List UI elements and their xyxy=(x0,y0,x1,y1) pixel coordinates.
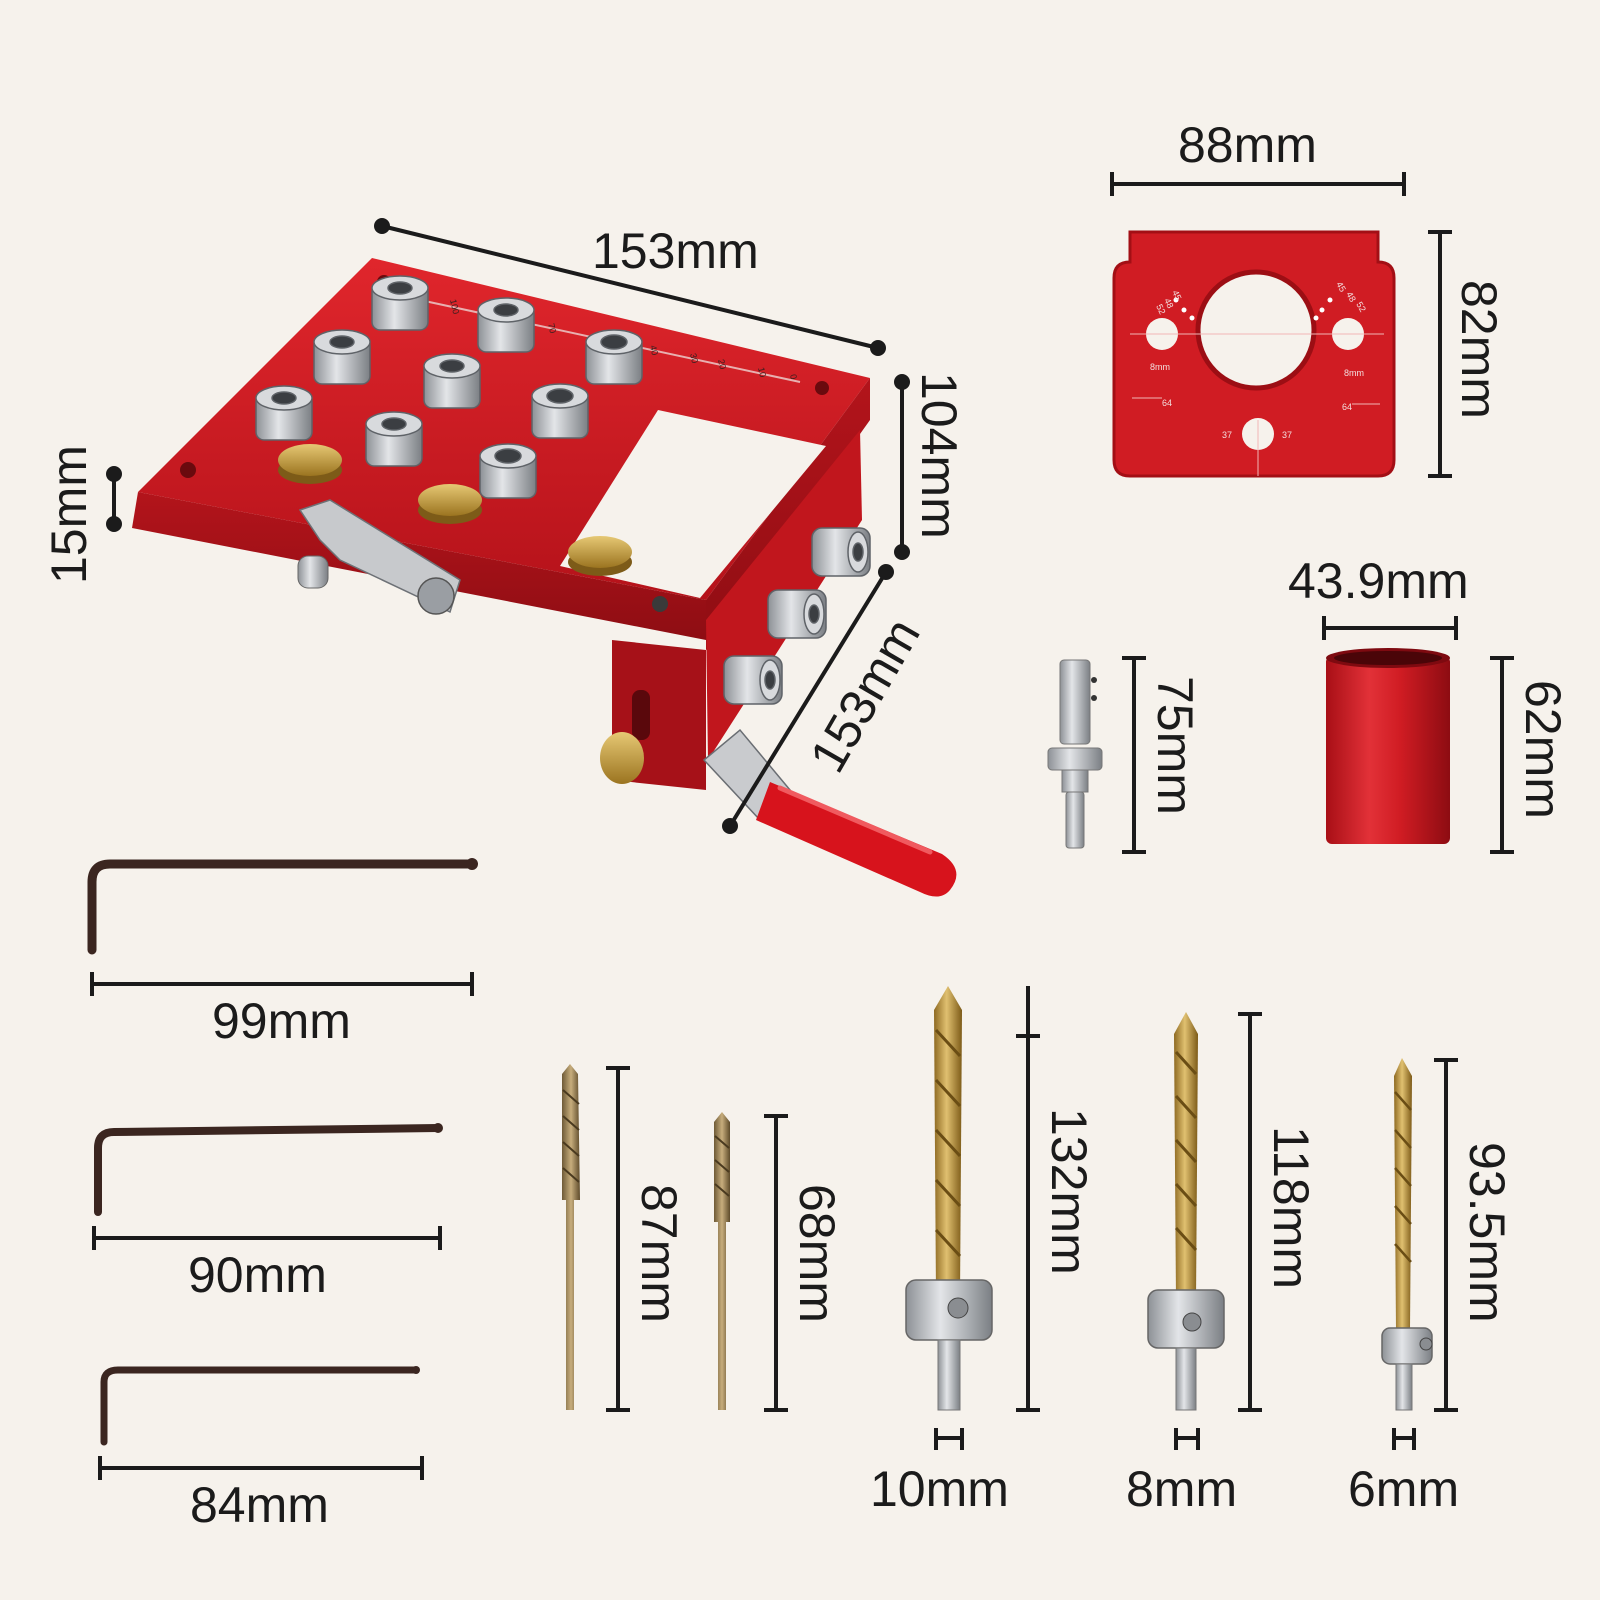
plate-angle-right-1: 45 xyxy=(1334,280,1348,294)
plate-screw-hole xyxy=(652,596,668,612)
plate-angle-right-2: 48 xyxy=(1344,290,1358,304)
plate-label-bottom-right: 37 xyxy=(1282,430,1292,440)
side-bushings xyxy=(723,527,871,705)
jig-latch xyxy=(298,499,461,614)
ruler-tick-10: 10 xyxy=(756,366,768,378)
template-plate: 45 48 52 45 48 52 8mm 8mm 64 64 37 37 xyxy=(1112,230,1396,478)
dim-pin-length: 75mm xyxy=(1122,656,1203,854)
plate-angle-left-2: 48 xyxy=(1162,297,1175,310)
plate-label-left-hole: 8mm xyxy=(1150,362,1170,372)
twist-drill-small-2 xyxy=(714,1112,730,1410)
brad-drill-8mm xyxy=(1147,1012,1225,1411)
hex-key-large xyxy=(87,858,478,955)
dim-label-hex-key-3: 84mm xyxy=(190,1477,329,1533)
dim-drill-small-2: 68mm xyxy=(764,1114,845,1412)
hex-key-medium xyxy=(94,1123,443,1216)
brass-knobs xyxy=(278,444,644,784)
plate-label-left-offset: 64 xyxy=(1162,398,1172,408)
hex-key-small xyxy=(100,1366,420,1446)
dim-label-sleeve-height: 62mm xyxy=(1515,680,1571,819)
dowel-jig: 0 10 20 30 40 50 70 90 100 xyxy=(132,258,957,897)
dim-jig-height: 104mm xyxy=(894,372,967,560)
dim-drill-10mm-length: 132mm xyxy=(1016,986,1097,1412)
dim-drill-6mm-length: 93.5mm xyxy=(1434,1058,1515,1412)
dim-label-jig-top: 153mm xyxy=(592,223,759,279)
dim-label-jig-height: 104mm xyxy=(911,372,967,539)
red-sleeve xyxy=(1326,648,1450,844)
dim-hex-key-3: 84mm xyxy=(98,1456,424,1533)
dim-plate-width: 88mm xyxy=(1110,117,1406,196)
ruler-tick-0: 0 xyxy=(788,373,799,380)
plate-center-hole xyxy=(1195,269,1317,391)
ruler-tick-70: 70 xyxy=(546,322,558,334)
dim-hex-key-1: 99mm xyxy=(90,972,474,1049)
dim-label-drill-8mm-dia: 8mm xyxy=(1126,1461,1237,1517)
ruler-tick-20: 20 xyxy=(716,358,728,370)
dim-label-drill-6mm-length: 93.5mm xyxy=(1459,1142,1515,1323)
dim-label-drill-small-1: 87mm xyxy=(631,1184,687,1323)
dim-label-drill-10mm-dia: 10mm xyxy=(870,1461,1009,1517)
dim-drill-small-1: 87mm xyxy=(606,1066,687,1412)
latch-knob xyxy=(297,555,329,589)
dim-label-drill-8mm-length: 118mm xyxy=(1263,1126,1319,1289)
dim-sleeve-width: 43.9mm xyxy=(1288,553,1469,640)
dim-plate-height: 82mm xyxy=(1428,230,1507,478)
dim-jig-thickness: 15mm xyxy=(41,445,122,584)
plate-screw-hole xyxy=(180,462,196,478)
dim-label-hex-key-1: 99mm xyxy=(212,993,351,1049)
latch-screw xyxy=(417,577,455,615)
dim-drill-8mm-length: 118mm xyxy=(1238,1012,1319,1412)
dim-label-plate-width: 88mm xyxy=(1178,117,1317,173)
jig-clamp-slot xyxy=(632,690,650,740)
dim-label-plate-height: 82mm xyxy=(1451,280,1507,419)
plate-angle-right-3: 52 xyxy=(1354,300,1368,314)
dim-label-jig-thickness: 15mm xyxy=(41,445,97,584)
plate-label-bottom-left: 37 xyxy=(1222,430,1232,440)
dim-sleeve-height: 62mm xyxy=(1490,656,1571,854)
drill-bushings xyxy=(255,275,643,499)
dim-jig-top: 153mm xyxy=(374,218,886,356)
dim-label-pin-length: 75mm xyxy=(1147,676,1203,815)
ruler-tick-40: 40 xyxy=(648,344,660,356)
ruler-tick-30: 30 xyxy=(688,352,700,364)
dim-label-hex-key-2: 90mm xyxy=(188,1247,327,1303)
dim-hex-key-2: 90mm xyxy=(92,1226,442,1303)
dim-drill-8mm-dia: 8mm xyxy=(1126,1428,1237,1517)
ruler-tick-100: 100 xyxy=(448,298,461,315)
brad-drill-6mm xyxy=(1381,1058,1433,1411)
dim-label-sleeve-width: 43.9mm xyxy=(1288,553,1469,609)
plate-angle-left-3: 52 xyxy=(1154,303,1167,316)
toggle-clamp-handle xyxy=(756,782,957,897)
dim-drill-6mm-dia: 6mm xyxy=(1348,1428,1459,1517)
centering-pin xyxy=(1047,659,1103,849)
twist-drill-small-1 xyxy=(562,1064,580,1410)
plate-screw-hole xyxy=(815,381,829,395)
dim-label-drill-10mm-length: 132mm xyxy=(1041,1108,1097,1275)
plate-label-right-offset: 64 xyxy=(1342,402,1352,412)
brad-drill-10mm xyxy=(905,986,993,1411)
plate-label-right-hole: 8mm xyxy=(1344,368,1364,378)
dim-label-drill-small-2: 68mm xyxy=(789,1184,845,1323)
dim-label-drill-6mm-dia: 6mm xyxy=(1348,1461,1459,1517)
plate-angle-left-1: 45 xyxy=(1170,289,1183,302)
dim-drill-10mm-dia: 10mm xyxy=(870,1428,1009,1517)
